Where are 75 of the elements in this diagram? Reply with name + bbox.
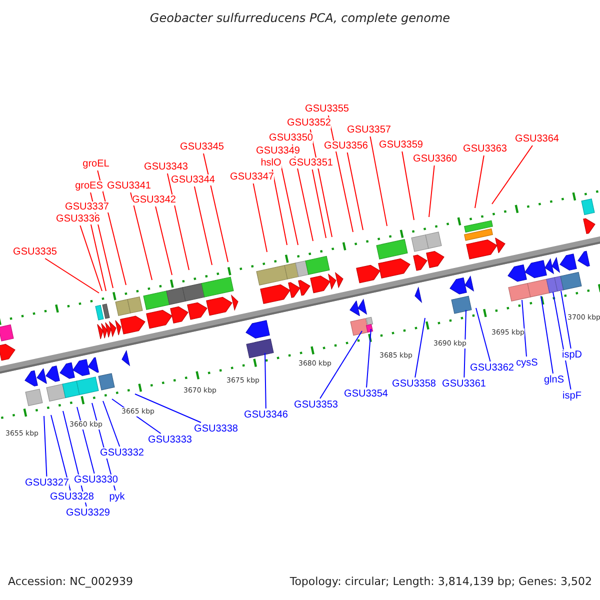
leader-line	[474, 155, 484, 208]
accession-text: Accession: NC_002939	[8, 575, 134, 589]
leader-line	[76, 406, 95, 474]
gene-label: GSU3333	[148, 434, 192, 446]
gene-label: GSU3363	[463, 144, 507, 154]
leader-line	[312, 169, 326, 238]
gene-label: GSU3356	[324, 140, 368, 152]
gene-label: GSU3357	[347, 124, 391, 136]
leader-line	[194, 186, 212, 266]
gene-label: GSU3351	[289, 158, 333, 168]
leader-line	[155, 206, 172, 276]
gene-label: groES	[75, 180, 103, 192]
leader-line	[492, 145, 533, 204]
leader-line	[366, 328, 372, 388]
leader-line	[166, 173, 190, 270]
gene-label: GSU3362	[470, 362, 514, 374]
leader-line	[134, 394, 202, 423]
gene-label: GSU3361	[442, 378, 486, 390]
gene-label: groEL	[82, 158, 110, 170]
leader-line	[320, 330, 362, 399]
gene-label: GSU3359	[379, 140, 423, 150]
gene-label: GSU3346	[244, 410, 288, 420]
gene-label: GSU3345	[180, 142, 224, 152]
gene-label: GSU3338	[194, 424, 238, 434]
gene-label: GSU3344	[171, 174, 215, 186]
leader-line	[102, 400, 120, 447]
leader-line	[272, 169, 288, 246]
gene-label: GSU3349	[256, 146, 300, 156]
gene-label: GSU3327	[25, 478, 69, 488]
gene-label: ispF	[562, 390, 582, 402]
gene-label: GSU3328	[50, 492, 94, 502]
gene-label: GSU3347	[230, 172, 274, 182]
diagram-title: Geobacter sulfurreducens PCA, complete genome	[148, 10, 452, 26]
leader-line	[428, 165, 435, 218]
gene-label: pyk	[109, 492, 125, 502]
leader-line	[464, 310, 466, 378]
gene-label: GSU3364	[515, 134, 559, 144]
gene-label: GSU3337	[65, 202, 109, 212]
leader-line	[80, 225, 102, 292]
genome-summary-text: Topology: circular; Length: 3,814,139 bp; Genes: 3,502	[290, 575, 592, 589]
leader-line	[44, 416, 48, 477]
gene-label: ispD	[562, 350, 582, 360]
gene-label: GSU3352	[287, 118, 331, 128]
leader-line	[540, 296, 554, 374]
gene-label: glnS	[544, 374, 564, 386]
gene-label: GSU3342	[132, 194, 176, 206]
gene-label: GSU3343	[144, 162, 188, 172]
gene-label: GSU3350	[269, 132, 313, 144]
gene-label: GSU3360	[413, 154, 457, 164]
gene-label: GSU3358	[392, 378, 436, 390]
gene-label: hslO	[260, 158, 282, 168]
gene-label: GSU3353	[294, 400, 338, 410]
gene-label: GSU3329	[66, 508, 110, 518]
gene-label: cysS	[516, 358, 538, 368]
leader-line	[252, 183, 268, 252]
gene-label: GSU3332	[100, 448, 144, 458]
leader-line	[402, 151, 414, 220]
gene-label: GSU3355	[305, 104, 349, 114]
leader-line	[130, 192, 152, 280]
leader-line	[414, 318, 426, 378]
leader-line	[552, 292, 572, 390]
gene-label: GSU3336	[56, 214, 100, 224]
gene-label: GSU3341	[107, 180, 151, 192]
leader-line	[522, 300, 527, 357]
leader-line	[560, 290, 572, 349]
gene-label: GSU3335	[13, 246, 57, 258]
gene-label: GSU3354	[344, 388, 388, 400]
leader-line	[264, 352, 266, 409]
leader-line	[202, 153, 228, 262]
leader-line	[44, 258, 100, 294]
gene-label: GSU3330	[74, 474, 118, 486]
leader-line	[476, 308, 491, 362]
leader-line	[346, 152, 364, 230]
leader-line	[370, 136, 388, 226]
leader-line	[50, 414, 71, 491]
